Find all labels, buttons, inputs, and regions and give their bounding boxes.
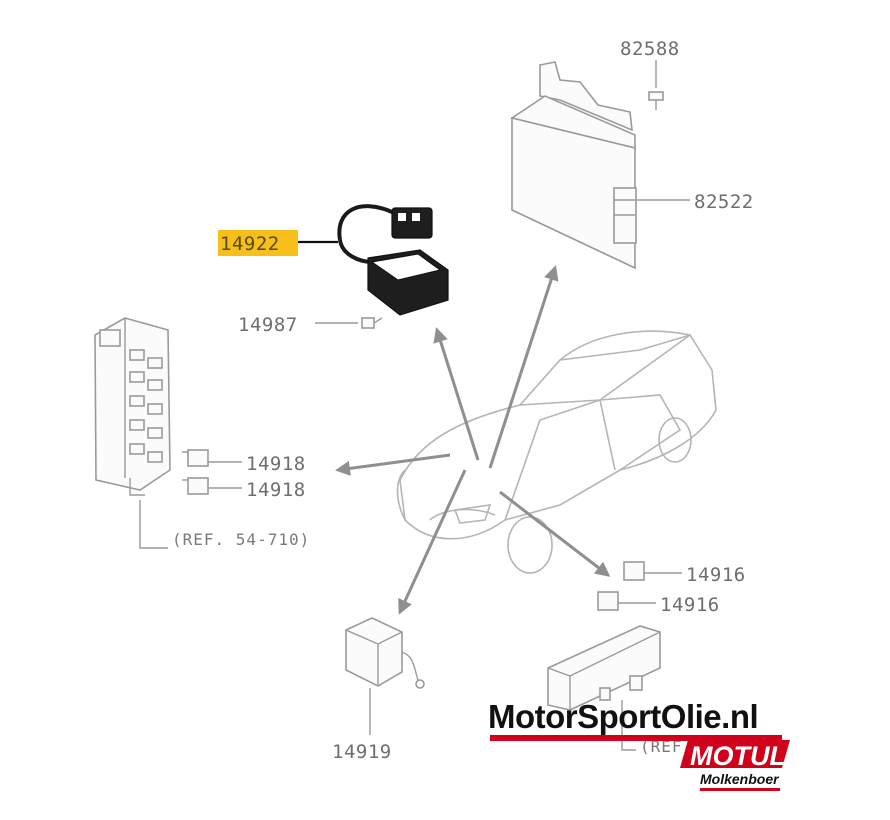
dealer-logo-text: Molkenboer	[700, 771, 780, 787]
relay-14918-upper	[182, 449, 209, 467]
screw-14987	[361, 317, 383, 329]
label-82588: 82588	[620, 38, 680, 60]
junction-box	[547, 625, 661, 711]
motul-logo: MOTUL	[680, 740, 790, 771]
label-14922: 14922	[220, 233, 280, 255]
dealer-logo: Molkenboer	[700, 771, 780, 791]
relay-14916-lower	[597, 591, 619, 611]
control-module-82522	[510, 61, 637, 270]
relay-14918-lower	[182, 477, 209, 495]
arrows	[335, 265, 611, 615]
ref-54-710-left: (REF. 54-710)	[172, 530, 310, 549]
site-name[interactable]: MotorSportOlie.nl	[488, 698, 759, 735]
label-14987: 14987	[238, 314, 298, 336]
module-14919	[345, 617, 425, 689]
site-logo[interactable]: MotorSportOlie.nl	[488, 698, 782, 741]
harness-14922	[337, 204, 449, 316]
motul-logo-text: MOTUL	[690, 741, 786, 771]
relay-box	[94, 317, 171, 496]
relay-14916-upper	[623, 561, 645, 581]
site-underline	[490, 735, 782, 741]
label-82522: 82522	[694, 191, 754, 213]
highlight-14922	[218, 230, 298, 256]
label-14916-lower: 14916	[660, 594, 720, 616]
label-14918-upper: 14918	[246, 453, 306, 475]
label-14916-upper: 14916	[686, 564, 746, 586]
dealer-bar	[700, 788, 780, 791]
label-14918-lower: 14918	[246, 479, 306, 501]
label-14919: 14919	[332, 741, 392, 763]
vehicle-outline	[396, 330, 717, 574]
bolt-82588	[648, 91, 664, 110]
